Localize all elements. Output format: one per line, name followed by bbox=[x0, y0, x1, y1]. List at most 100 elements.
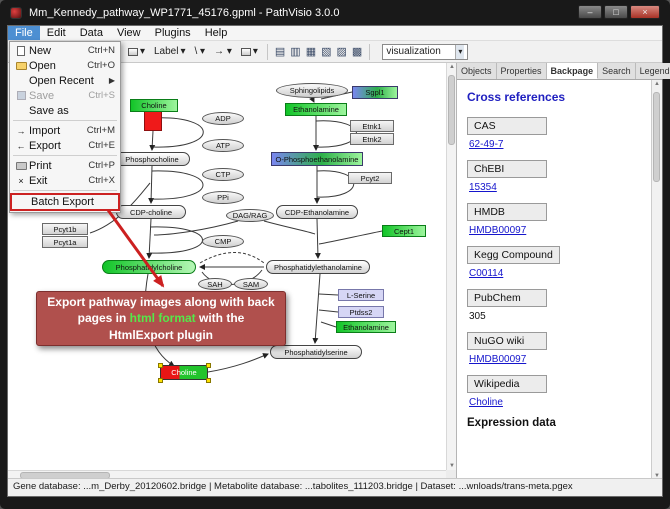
pathway-node-ppi[interactable]: PPi bbox=[202, 191, 244, 204]
window-title: Mm_Kennedy_pathway_WP1771_45176.gpml - P… bbox=[29, 6, 340, 19]
callout-line-2-post: with the bbox=[195, 311, 245, 326]
maximize-button[interactable]: □ bbox=[604, 5, 628, 19]
selection-handle[interactable] bbox=[206, 378, 211, 383]
menu-item-save-as[interactable]: Save as bbox=[10, 103, 120, 118]
menu-item-export[interactable]: ← Export Ctrl+E bbox=[10, 138, 120, 153]
pathway-node-l-serine[interactable]: L-Serine bbox=[338, 289, 384, 301]
crossref-db-box: ChEBI bbox=[467, 160, 547, 178]
crossref-link[interactable]: C00114 bbox=[469, 268, 504, 279]
pathway-node-choline[interactable]: Choline bbox=[130, 99, 178, 112]
close-button[interactable]: × bbox=[630, 5, 660, 19]
crossref-link[interactable]: 15354 bbox=[469, 182, 497, 193]
shape-tool-dropdown[interactable]: ▾ bbox=[238, 45, 261, 58]
pathway-node-phosphocholine[interactable]: Phosphocholine bbox=[114, 152, 190, 166]
scrollbar-thumb[interactable] bbox=[653, 92, 660, 182]
menu-item-new[interactable]: New Ctrl+N bbox=[10, 43, 120, 58]
menu-plugins[interactable]: Plugins bbox=[154, 27, 191, 39]
callout-line-1: Export pathway images along with back bbox=[47, 295, 275, 310]
pathway-node-sgpl1[interactable]: Sgpl1 bbox=[352, 86, 398, 99]
scrollbar-thumb[interactable] bbox=[448, 75, 455, 145]
tab-backpage[interactable]: Backpage bbox=[546, 63, 599, 79]
menu-item-shortcut: Ctrl+P bbox=[88, 160, 115, 171]
pathway-node-ethanolamine[interactable]: Ethanolamine bbox=[285, 103, 347, 116]
align-center-icon[interactable]: ▥ bbox=[290, 46, 301, 58]
pathway-node-pcyt2[interactable]: Pcyt2 bbox=[348, 172, 392, 184]
pathway-node-adp[interactable]: ADP bbox=[202, 112, 244, 125]
scroll-up-icon[interactable]: ▲ bbox=[654, 81, 660, 87]
pathway-node-cmp[interactable]: CMP bbox=[202, 235, 244, 248]
menu-data[interactable]: Data bbox=[79, 27, 103, 39]
pathway-node-etnk2[interactable]: Etnk2 bbox=[350, 133, 394, 145]
pathway-node-pcyt1a[interactable]: Pcyt1a bbox=[42, 236, 88, 248]
menu-edit[interactable]: Edit bbox=[46, 27, 66, 39]
align-bottom-icon[interactable]: ▨ bbox=[336, 46, 347, 58]
distribute-icon[interactable]: ▩ bbox=[351, 46, 363, 58]
menu-separator bbox=[13, 155, 117, 156]
pathway-node-cept1[interactable]: Cept1 bbox=[382, 225, 426, 237]
pathway-node-dag-rag[interactable]: DAG/RAG bbox=[226, 209, 274, 222]
toolbar-separator bbox=[369, 43, 371, 60]
scroll-down-icon[interactable]: ▼ bbox=[449, 463, 455, 469]
pathway-node-ptdss2[interactable]: Ptdss2 bbox=[338, 306, 384, 318]
menu-help[interactable]: Help bbox=[204, 27, 228, 39]
datanode-tool-dropdown[interactable]: ▾ bbox=[125, 45, 148, 58]
line-tool-dropdown[interactable]: \ ▾ bbox=[194, 46, 206, 57]
menu-item-open[interactable]: Open Ctrl+O bbox=[10, 58, 120, 73]
menu-file[interactable]: File bbox=[8, 26, 40, 40]
crossref-link[interactable]: HMDB00097 bbox=[469, 354, 527, 365]
tab-objects[interactable]: Objects bbox=[457, 63, 497, 79]
canvas-vertical-scrollbar[interactable]: ▲ ▼ bbox=[446, 63, 456, 470]
menu-item-label: Import bbox=[29, 124, 61, 137]
align-top-icon[interactable]: ▧ bbox=[321, 46, 332, 58]
crossref-link[interactable]: 62-49-7 bbox=[469, 139, 504, 150]
selection-handle[interactable] bbox=[206, 363, 211, 368]
crossref-value: 305 bbox=[469, 311, 486, 322]
pathway-node-sphingolipids[interactable]: Sphingolipids bbox=[276, 83, 348, 98]
pathway-node-choline-selected[interactable]: Choline bbox=[158, 363, 211, 383]
menu-item-import[interactable]: → Import Ctrl+M bbox=[10, 123, 120, 138]
align-left-icon[interactable]: ▤ bbox=[274, 46, 286, 58]
tab-search[interactable]: Search bbox=[598, 63, 636, 79]
pathway-node-pcyt1b[interactable]: Pcyt1b bbox=[42, 223, 88, 235]
crossref-link[interactable]: HMDB00097 bbox=[469, 225, 527, 236]
menu-item-batch-export[interactable]: Batch Export bbox=[10, 193, 120, 211]
menu-item-label: Batch Export bbox=[31, 196, 94, 208]
pathway-node-phosphatidylcholine[interactable]: Phosphatidylcholine bbox=[102, 260, 196, 274]
application-window: File Edit Data View Plugins Help Zoom: 1… bbox=[7, 25, 670, 497]
menu-item-shortcut: Ctrl+E bbox=[88, 140, 115, 151]
pathway-node-ctp[interactable]: CTP bbox=[202, 168, 244, 181]
menu-view[interactable]: View bbox=[116, 27, 141, 39]
label-tool-dropdown[interactable]: Label▾ bbox=[153, 46, 186, 57]
selection-handle[interactable] bbox=[158, 378, 163, 383]
pathway-node-cdp-ethanolamine[interactable]: CDP-Ethanolamine bbox=[276, 205, 358, 219]
pathway-node-o-phosphoethanolamine[interactable]: O-Phosphoethanolamine bbox=[271, 152, 363, 166]
menu-item-label: Save bbox=[29, 89, 55, 102]
menu-item-save[interactable]: Save Ctrl+S bbox=[10, 88, 120, 103]
pathway-node-cdp-choline[interactable]: CDP-choline bbox=[116, 205, 186, 219]
chevron-down-icon[interactable]: ▾ bbox=[455, 44, 465, 59]
pathway-node-ethanolamine-2[interactable]: Ethanolamine bbox=[336, 321, 396, 333]
visualization-combobox[interactable]: visualization ▾ bbox=[382, 43, 469, 60]
panel-vertical-scrollbar[interactable]: ▲ ▼ bbox=[651, 80, 662, 480]
callout-line-2-pre: pages in bbox=[77, 311, 130, 326]
scroll-down-icon[interactable]: ▼ bbox=[654, 473, 660, 479]
tab-properties[interactable]: Properties bbox=[496, 63, 547, 79]
connector-tool-dropdown[interactable]: → ▾ bbox=[214, 46, 232, 57]
scroll-up-icon[interactable]: ▲ bbox=[449, 64, 455, 70]
menu-item-print[interactable]: Print Ctrl+P bbox=[10, 158, 120, 173]
pathway-node-sam[interactable]: SAM bbox=[234, 278, 268, 290]
pathway-node-atp[interactable]: ATP bbox=[202, 139, 244, 152]
minimize-button[interactable]: – bbox=[578, 5, 602, 19]
align-right-icon[interactable]: ▦ bbox=[305, 46, 317, 58]
pathway-node-sah[interactable]: SAH bbox=[198, 278, 232, 290]
menu-item-open-recent[interactable]: Open Recent ▶ bbox=[10, 73, 120, 88]
pathway-node-phosphatidylserine[interactable]: Phosphatidylserine bbox=[270, 345, 362, 359]
pathway-node-phosphatidylethanolamine[interactable]: Phosphatidylethanolamine bbox=[266, 260, 370, 274]
selection-handle[interactable] bbox=[158, 363, 163, 368]
crossref-link[interactable]: Choline bbox=[469, 397, 503, 408]
menu-item-exit[interactable]: × Exit Ctrl+X bbox=[10, 173, 120, 188]
tab-legend[interactable]: Legend bbox=[635, 63, 670, 79]
pathway-node-etnk1[interactable]: Etnk1 bbox=[350, 120, 394, 132]
